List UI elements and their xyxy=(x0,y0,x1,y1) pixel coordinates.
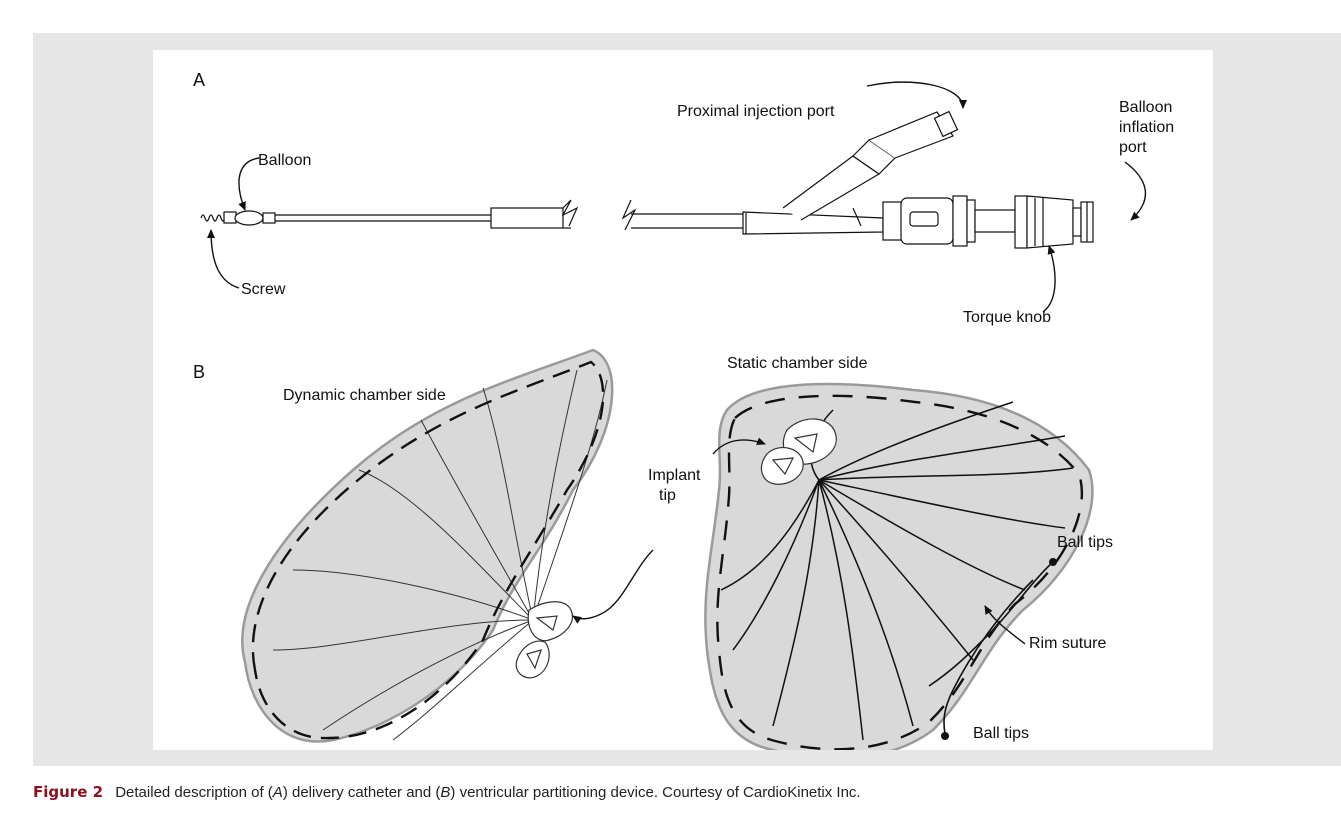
device-illustration: A xyxy=(153,50,1213,750)
caption-a: A xyxy=(273,784,283,801)
label-balloon-inflation-port-2: inflation xyxy=(1119,119,1174,136)
arrow-screw xyxy=(211,230,239,288)
label-balloon: Balloon xyxy=(258,152,311,169)
arrow-torque-knob xyxy=(1043,246,1055,312)
label-screw: Screw xyxy=(241,281,286,298)
static-chamber-device xyxy=(705,384,1092,750)
label-proximal-injection-port: Proximal injection port xyxy=(677,103,835,120)
arrow-balloon-inflation-port xyxy=(1125,162,1145,220)
caption-b: B xyxy=(440,784,450,801)
label-torque-knob: Torque knob xyxy=(963,309,1051,326)
label-dynamic-chamber-side: Dynamic chamber side xyxy=(283,387,446,404)
label-ball-tips-top: Ball tips xyxy=(1057,534,1113,551)
label-balloon-inflation-port-1: Balloon xyxy=(1119,99,1172,116)
proximal-catheter xyxy=(623,112,1093,248)
caption-text-2: ) delivery catheter and ( xyxy=(283,784,441,801)
label-static-chamber-side: Static chamber side xyxy=(727,355,868,372)
figure-caption: Figure 2 Detailed description of (A) del… xyxy=(33,783,1333,801)
label-balloon-inflation-port-3: port xyxy=(1119,139,1147,156)
distal-catheter xyxy=(201,200,577,228)
label-ball-tips-bottom: Ball tips xyxy=(973,725,1029,742)
figure-canvas: A xyxy=(153,50,1213,750)
panel-a-letter: A xyxy=(193,70,205,90)
arrow-proximal-injection-port xyxy=(867,82,963,108)
arrow-implant-tip-dynamic xyxy=(573,550,653,619)
figure-number: Figure 2 xyxy=(33,783,103,801)
caption-text-3: ) ventricular partitioning device. Court… xyxy=(450,784,860,801)
panel-b-letter: B xyxy=(193,362,205,382)
label-implant-tip-2: tip xyxy=(659,487,676,504)
label-implant-tip-1: Implant xyxy=(648,467,701,484)
label-rim-suture: Rim suture xyxy=(1029,635,1106,652)
dynamic-chamber-device xyxy=(242,350,612,742)
arrow-balloon xyxy=(239,158,259,210)
figure-panel: A xyxy=(33,33,1341,766)
caption-text-1: Detailed description of ( xyxy=(111,784,273,801)
